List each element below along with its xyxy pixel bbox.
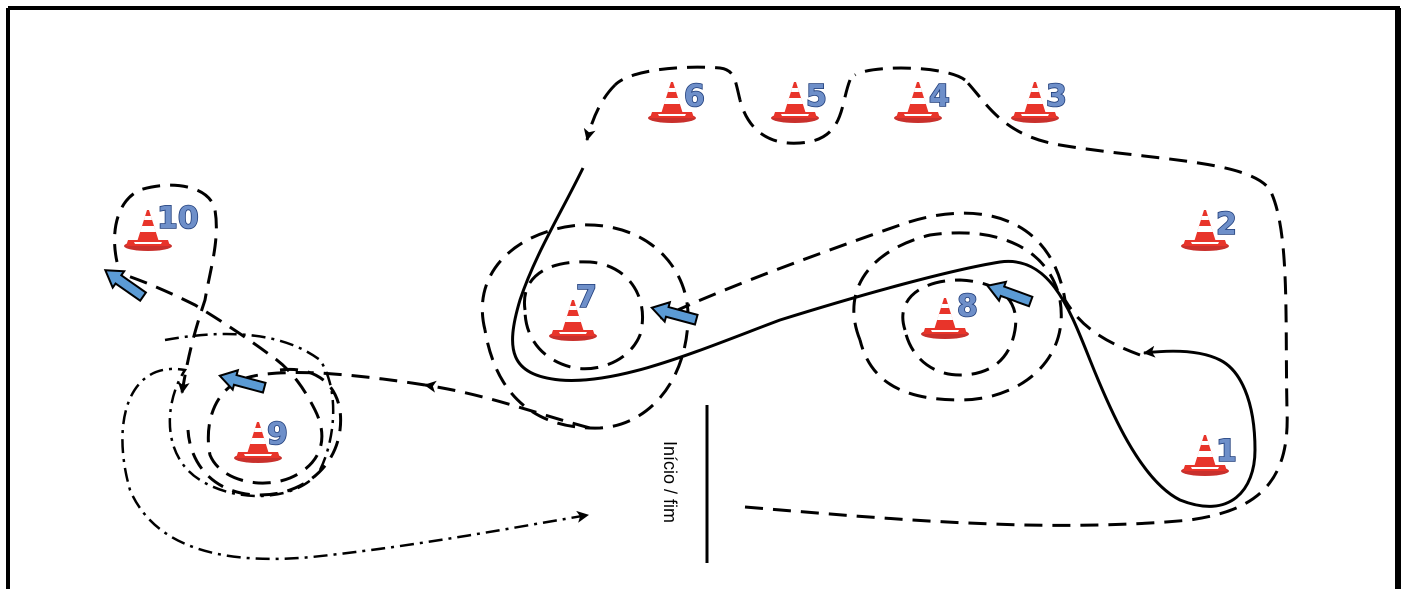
cone-9: 9 <box>234 416 289 463</box>
direction-arrow-icon <box>103 269 148 303</box>
cone-6: 6 <box>648 78 706 123</box>
cone-1: 1 <box>1181 433 1238 476</box>
dashed-to-cone-6-turn <box>583 83 617 141</box>
cone-5: 5 <box>771 78 828 123</box>
cone-4: 4 <box>894 78 951 123</box>
solid-route-line <box>511 167 1257 508</box>
cone-10: 10 <box>124 200 200 251</box>
dashed-circle-inner-8 <box>901 278 1018 377</box>
cone-9-number: 9 <box>267 417 288 452</box>
cone-3: 3 <box>1011 78 1068 123</box>
dashed-9-approach <box>239 371 426 387</box>
cone-5-number: 5 <box>806 79 827 114</box>
dashed-7-to-9 <box>424 380 591 430</box>
cone-3-number: 3 <box>1046 79 1067 114</box>
dashed-circle-9-outer <box>186 367 343 497</box>
dash-dot-route-line <box>121 332 589 561</box>
dashed-loop-5 <box>738 79 852 145</box>
direction-arrow-icon <box>985 280 1034 308</box>
cone-4-number: 4 <box>929 79 950 114</box>
frame <box>6 6 1401 589</box>
cone-7-number: 7 <box>576 280 597 315</box>
dashed-loop-6 <box>613 65 742 101</box>
dashed-loop-4 <box>854 66 966 82</box>
dash-dot-route <box>121 332 589 561</box>
direction-arrow-icon <box>217 368 267 394</box>
cone-2-number: 2 <box>1216 207 1237 242</box>
dashed-circle-outer-8 <box>852 231 1063 402</box>
dashed-circle-inner-7 <box>522 260 645 371</box>
cone-8: 8 <box>921 288 979 339</box>
direction-arrows <box>103 269 1034 394</box>
cone-6-number: 6 <box>684 79 705 114</box>
cone-1-number: 1 <box>1216 434 1237 469</box>
cone-2: 2 <box>1181 206 1238 251</box>
dashed-start-segment <box>744 78 1289 527</box>
dashed-cone-8-to-7 <box>659 211 1141 357</box>
dashed-loop-10 <box>113 183 218 394</box>
cone-7: 7 <box>549 279 598 341</box>
dashed-route <box>113 65 1289 527</box>
direction-arrow-icon <box>649 300 699 326</box>
cone-10-number: 10 <box>157 201 199 236</box>
dashed-circle-9 <box>124 273 324 485</box>
solid-route <box>511 167 1257 508</box>
start-finish-label: Início / fim <box>660 441 680 523</box>
cone-8-number: 8 <box>957 289 978 324</box>
cones: 1 2 3 4 5 6 7 8 <box>124 78 1238 476</box>
